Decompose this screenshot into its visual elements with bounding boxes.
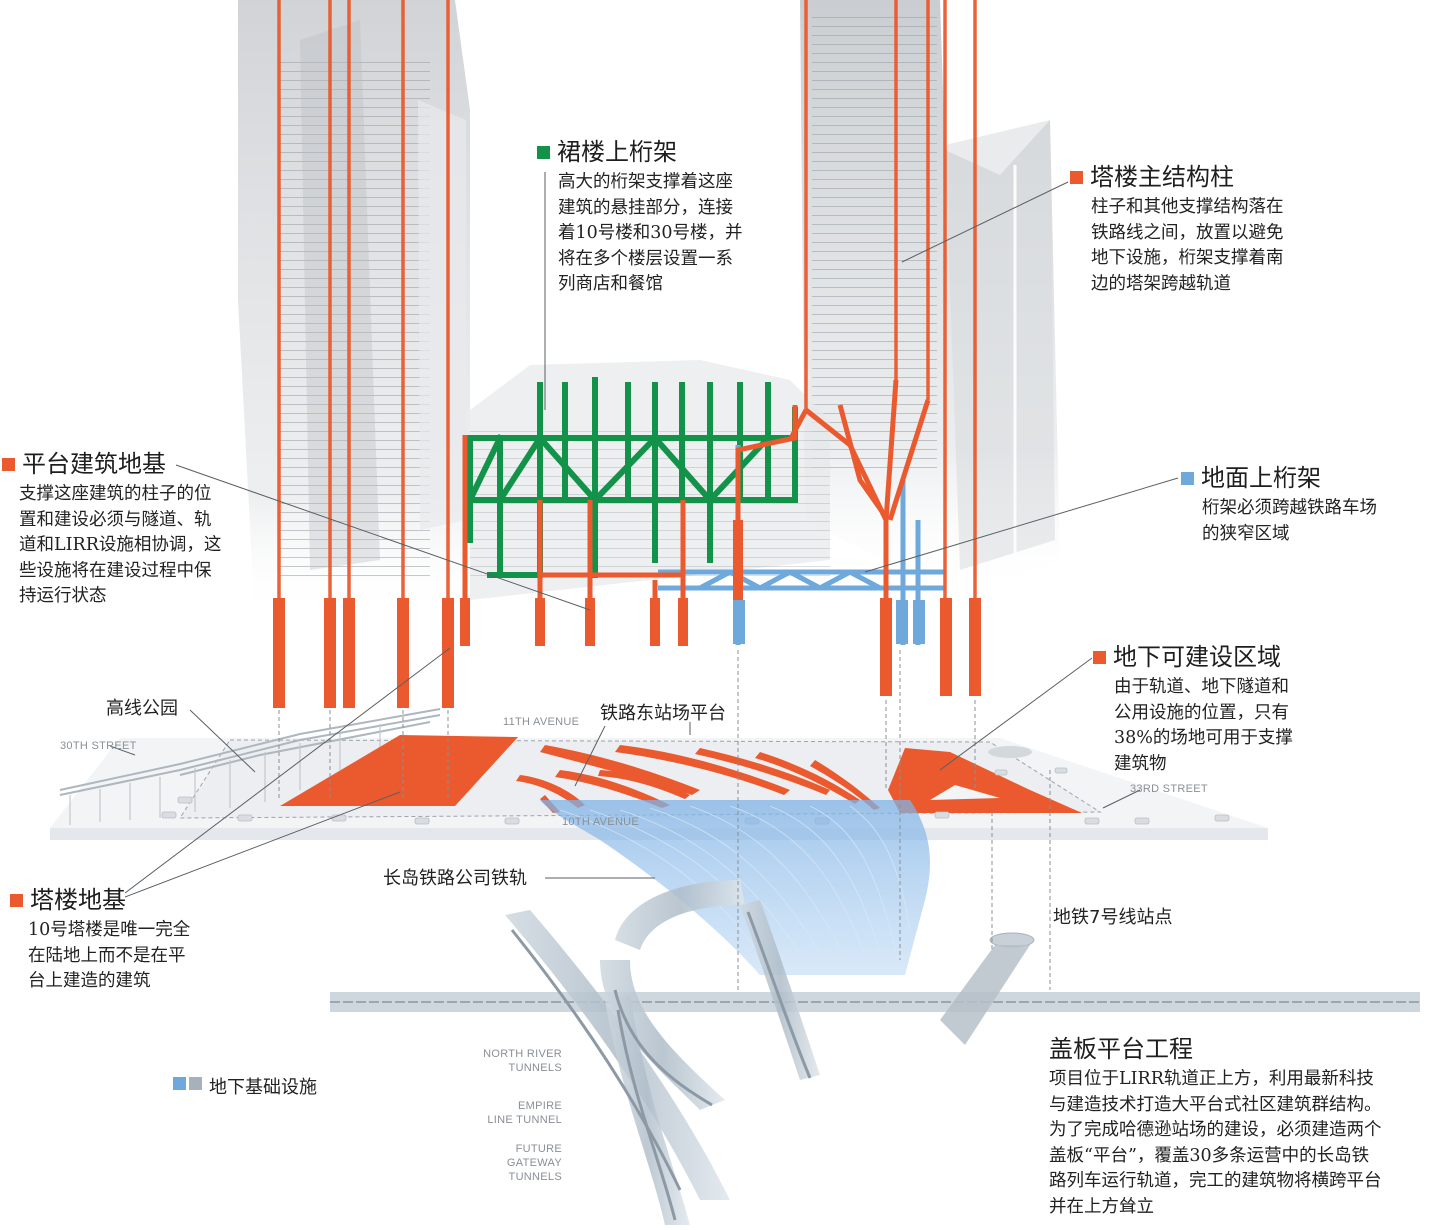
callout-platform-foundation: 平台建筑地基 支撑这座建筑的柱子的位 置和建设必须与隧道、轨 道和LIRR设施相… [2, 450, 221, 610]
callout-ground-truss: 地面上桁架 桁架必须跨越铁路车场 的狭窄区域 [1181, 464, 1377, 547]
label-high-line: 高线公园 [106, 698, 178, 719]
ground-truss-footings [733, 600, 925, 644]
callout-text: 10号塔楼是唯一完全 在陆地上而不是在平 台上建造的建筑 [28, 920, 191, 991]
column-footings [273, 520, 981, 708]
street-11th-avenue: 11TH AVENUE [503, 716, 580, 728]
callout-title: 地下可建设区域 [1113, 643, 1281, 671]
podium-truss [465, 377, 798, 578]
structural-columns [277, 0, 977, 600]
callout-tower-foundation: 塔楼地基 10号塔楼是唯一完全 在陆地上而不是在平 台上建造的建筑 [10, 886, 190, 995]
tower-10-ghost [238, 0, 470, 620]
street-10th-avenue: 10TH AVENUE [562, 816, 640, 828]
callout-text: 高大的桁架支撑着这座 建筑的悬挂部分，连接 着10号楼和30号楼，并 将在多个楼… [558, 172, 743, 294]
callout-podium-truss: 裙楼上桁架 高大的桁架支撑着这座 建筑的悬挂部分，连接 着10号楼和30号楼，并… [537, 138, 743, 298]
callout-text: 项目位于LIRR轨道正上方，利用最新科技 与建造技术打造大平台式社区建筑群结构。… [1049, 1069, 1382, 1217]
callout-tower-columns: 塔楼主结构柱 柱子和其他支撑结构落在 铁路线之间，放置以避免 地下设施，桁架支撑… [1070, 163, 1284, 297]
orange-square-icon [1070, 170, 1083, 184]
callout-text: 柱子和其他支撑结构落在 铁路线之间，放置以避免 地下设施，桁架支撑着南 边的塔架… [1091, 197, 1284, 294]
tower-30-ghost [800, 0, 1060, 600]
label-empire-line-tunnel: EMPIRE LINE TUNNEL [487, 1100, 562, 1126]
blue-square-icon [1181, 471, 1194, 485]
label-gateway-tunnels: FUTURE GATEWAY TUNNELS [506, 1143, 562, 1183]
street-30th-street: 30TH STREET [60, 740, 137, 752]
callout-title: 平台建筑地基 [22, 450, 166, 478]
callout-deck-platform: 盖板平台工程 项目位于LIRR轨道正上方，利用最新科技 与建造技术打造大平台式社… [1049, 1035, 1382, 1220]
label-north-river-tunnels: NORTH RIVER TUNNELS [483, 1048, 562, 1074]
label-lirr-tracks: 长岛铁路公司铁轨 [383, 868, 527, 889]
green-square-icon [537, 145, 550, 159]
callout-title: 地面上桁架 [1201, 464, 1321, 492]
label-infrastructure-legend: 地下基础设施 [209, 1077, 317, 1098]
label-subway-7: 地铁7号线站点 [1053, 907, 1173, 928]
label-east-yard-platform: 铁路东站场平台 [600, 703, 726, 724]
orange-square-icon [1093, 650, 1106, 664]
callout-text: 支撑这座建筑的柱子的位 置和建设必须与隧道、轨 道和LIRR设施相协调，这 些设… [19, 484, 222, 606]
podium-ghost [470, 360, 830, 600]
tunnels [505, 880, 820, 1225]
ground-slab [50, 708, 1268, 840]
street-33rd-street: 33RD STREET [1130, 783, 1208, 795]
orange-square-icon [2, 457, 15, 471]
callout-text: 由于轨道、地下隧道和 公用设施的位置，只有 38%的场地可用于支撑 建筑物 [1114, 677, 1293, 774]
callout-title: 塔楼地基 [30, 886, 126, 914]
orange-square-icon [10, 893, 23, 907]
callout-title: 盖板平台工程 [1049, 1035, 1193, 1063]
callout-title: 裙楼上桁架 [557, 138, 677, 166]
leader-lines [109, 172, 1179, 898]
callout-title: 塔楼主结构柱 [1090, 163, 1234, 191]
drop-lines [278, 650, 1051, 990]
callout-buildable-area: 地下可建设区域 由于轨道、地下隧道和 公用设施的位置，只有 38%的场地可用于支… [1093, 643, 1293, 777]
callout-text: 桁架必须跨越铁路车场 的狭窄区域 [1202, 498, 1377, 544]
infrastructure-legend-swatch [173, 1077, 202, 1090]
